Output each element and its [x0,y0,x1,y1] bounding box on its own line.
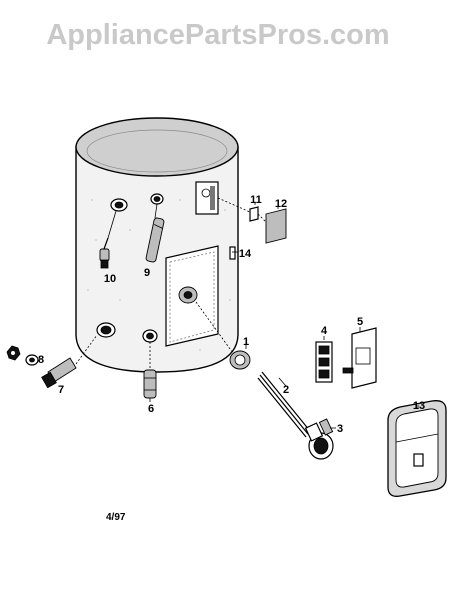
callout-5: 5 [357,316,363,328]
part-9-dip-tube [145,217,165,263]
cold-inlet-fitting [150,193,164,205]
upper-thermostat-cover [195,181,219,215]
leader-lines [107,203,419,429]
part-12-insulation [257,208,287,244]
callout-11: 11 [250,194,262,206]
part-11-clip [217,197,259,222]
callout-10: 10 [104,273,116,285]
callout-9: 9 [144,267,150,279]
callout-4: 4 [321,325,328,337]
callout-2: 2 [283,384,289,396]
callout-12: 12 [275,198,287,210]
callout-7: 7 [58,384,64,396]
part-4-thermostat [315,341,333,383]
part-7-drain-valve [41,334,98,389]
callout-8: 8 [38,354,44,366]
part-8-drain-cap [6,345,39,366]
callout-labels: 1 2 3 4 5 6 7 8 9 10 11 12 13 14 [38,194,425,435]
callout-3: 3 [337,423,343,435]
hot-outlet-fitting [110,198,128,212]
part-1-gasket [195,301,251,370]
date-code: 4/97 [106,512,126,523]
part-13-access-cover [387,400,447,497]
part-14-plug [229,246,236,260]
part-6-nipple [143,342,157,399]
part-3-element-flange [304,418,334,460]
part-5-bracket [342,327,377,389]
lower-fitting [142,329,158,343]
drain-fitting [96,322,116,338]
part-2-heating-element [257,371,311,438]
callout-14: 14 [239,248,252,260]
lower-access-panel [165,245,219,347]
callout-13: 13 [413,400,425,412]
watermark-text: AppliancePartsPros.com [46,19,389,51]
callout-1: 1 [243,336,249,348]
callout-6: 6 [148,403,154,415]
part-10-relief-valve [99,237,110,269]
